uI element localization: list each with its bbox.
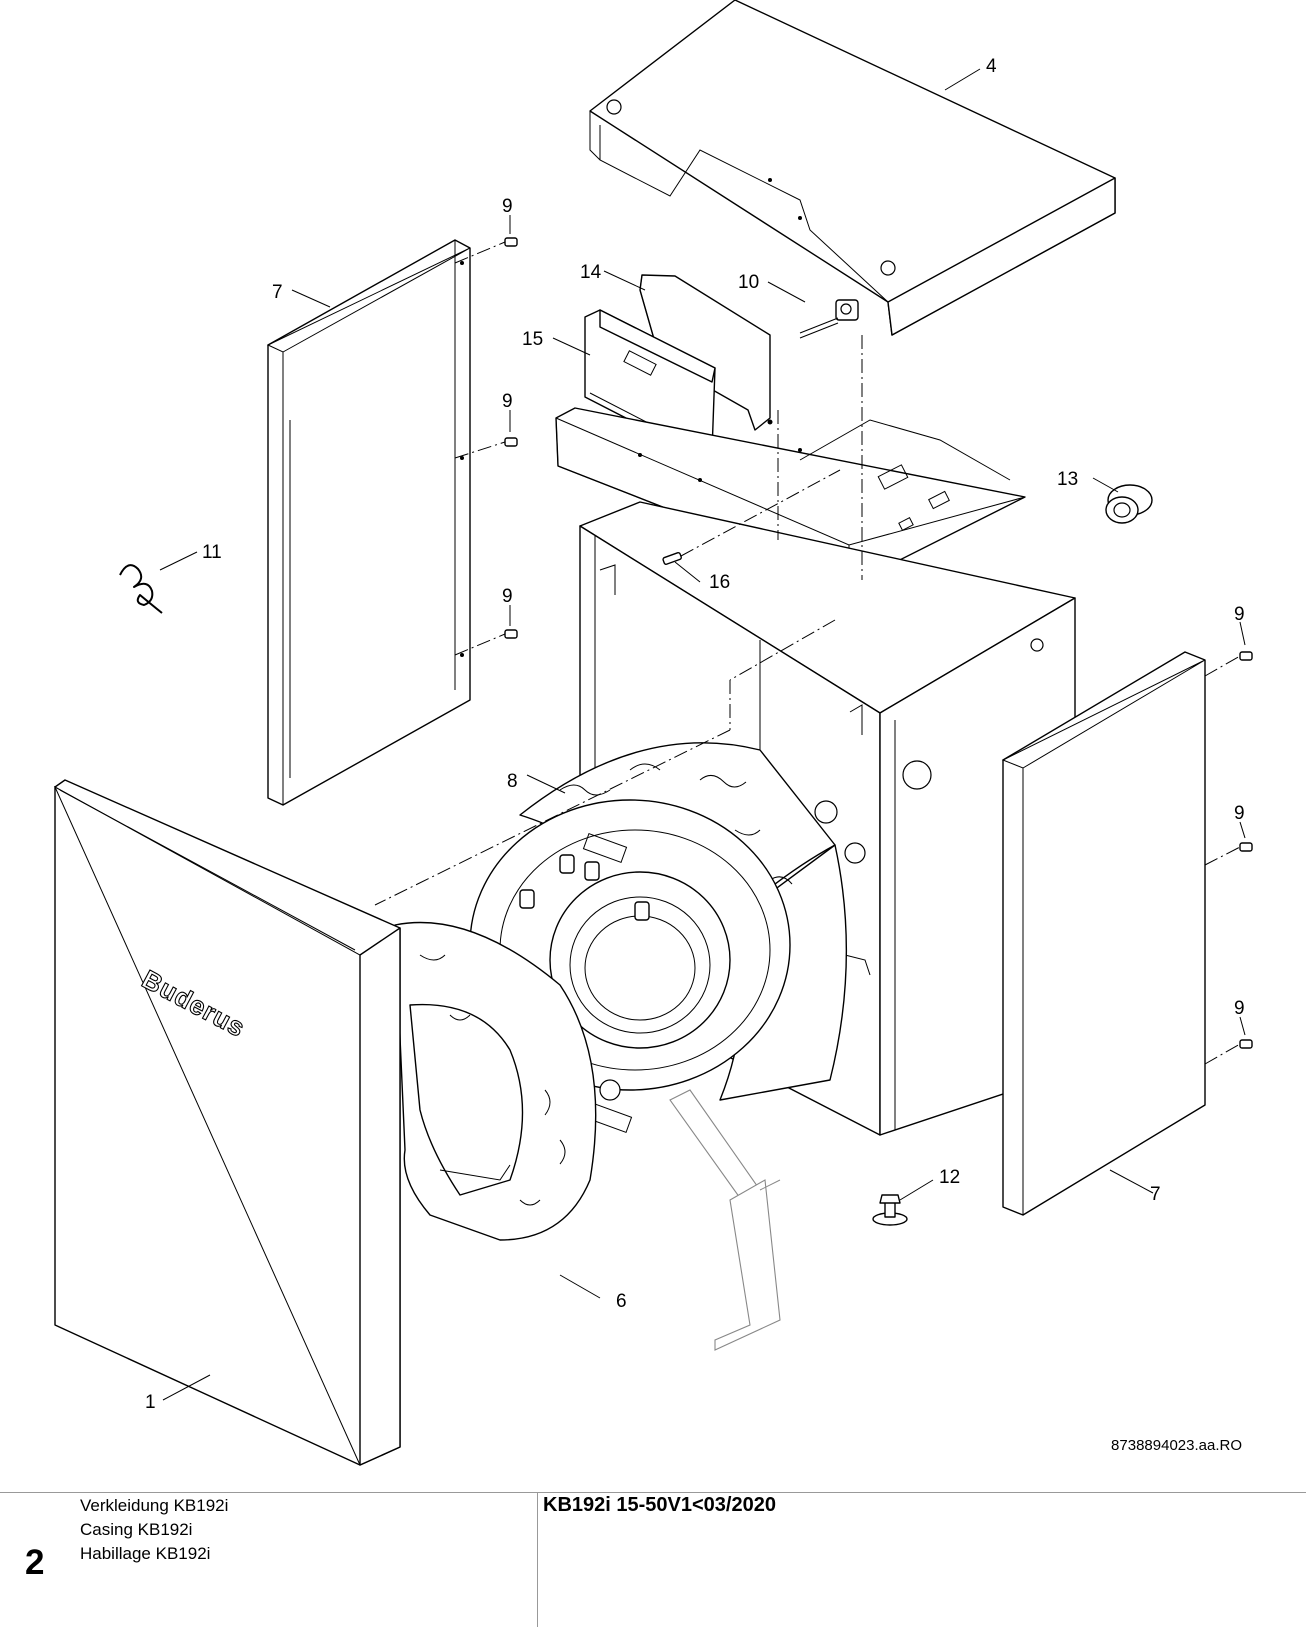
exploded-view-drawing: Buderus (53, 0, 1253, 1466)
front-panel-part-1: Buderus (53, 779, 401, 1466)
callout-12: 12 (939, 1167, 960, 1188)
flue-lever (669, 1089, 781, 1351)
bolt-part-16 (662, 551, 682, 565)
title-german: Verkleidung KB192i (80, 1496, 229, 1515)
title-french: Habillage KB192i (80, 1544, 211, 1563)
callout-7: 7 (1150, 1184, 1161, 1205)
right-side-panel-part-7 (1001, 651, 1206, 1216)
callout-16: 16 (709, 572, 730, 593)
sheet-number: 2 (25, 1543, 45, 1582)
drawing-number: 8738894023.aa.RO (1111, 1437, 1242, 1454)
callout-8: 8 (507, 771, 518, 792)
spring-clip-part-11 (119, 564, 163, 614)
callout-7: 7 (272, 282, 283, 303)
callout-4: 4 (986, 56, 997, 77)
screws-part-9 (504, 237, 1253, 1049)
sheet-titles: Verkleidung KB192i Casing KB192i Habilla… (80, 1494, 228, 1566)
callout-labels: 4 9 14 10 7 15 9 13 11 16 9 9 8 9 9 12 7… (145, 56, 1245, 1413)
top-cover-part-4 (589, 0, 1116, 336)
callout-leaders (159, 68, 1246, 1401)
callout-13: 13 (1057, 469, 1078, 490)
callout-9: 9 (1234, 803, 1245, 824)
callout-15: 15 (522, 329, 543, 350)
callout-6: 6 (616, 1291, 627, 1312)
footer-divider-horizontal (0, 1492, 1306, 1493)
callout-14: 14 (580, 262, 602, 283)
callout-1: 1 (145, 1392, 156, 1413)
sensor-holder-part-10 (799, 299, 859, 339)
insulated-door-ring-part-6 (394, 921, 597, 1241)
model-title: KB192i 15-50V1<03/2020 (543, 1494, 776, 1516)
callout-11: 11 (202, 542, 222, 563)
callout-9: 9 (1234, 604, 1245, 625)
callout-10: 10 (738, 272, 759, 293)
footer-divider-vertical (537, 1492, 538, 1627)
callout-9: 9 (502, 391, 513, 412)
levelling-foot-part-12 (872, 1194, 908, 1226)
assembly-lines (374, 241, 1241, 1065)
callout-9: 9 (502, 196, 513, 217)
callout-9: 9 (502, 586, 513, 607)
grommet-part-13 (1105, 484, 1153, 524)
left-side-panel-part-7 (266, 239, 471, 806)
title-english: Casing KB192i (80, 1520, 193, 1539)
callout-9: 9 (1234, 998, 1245, 1019)
